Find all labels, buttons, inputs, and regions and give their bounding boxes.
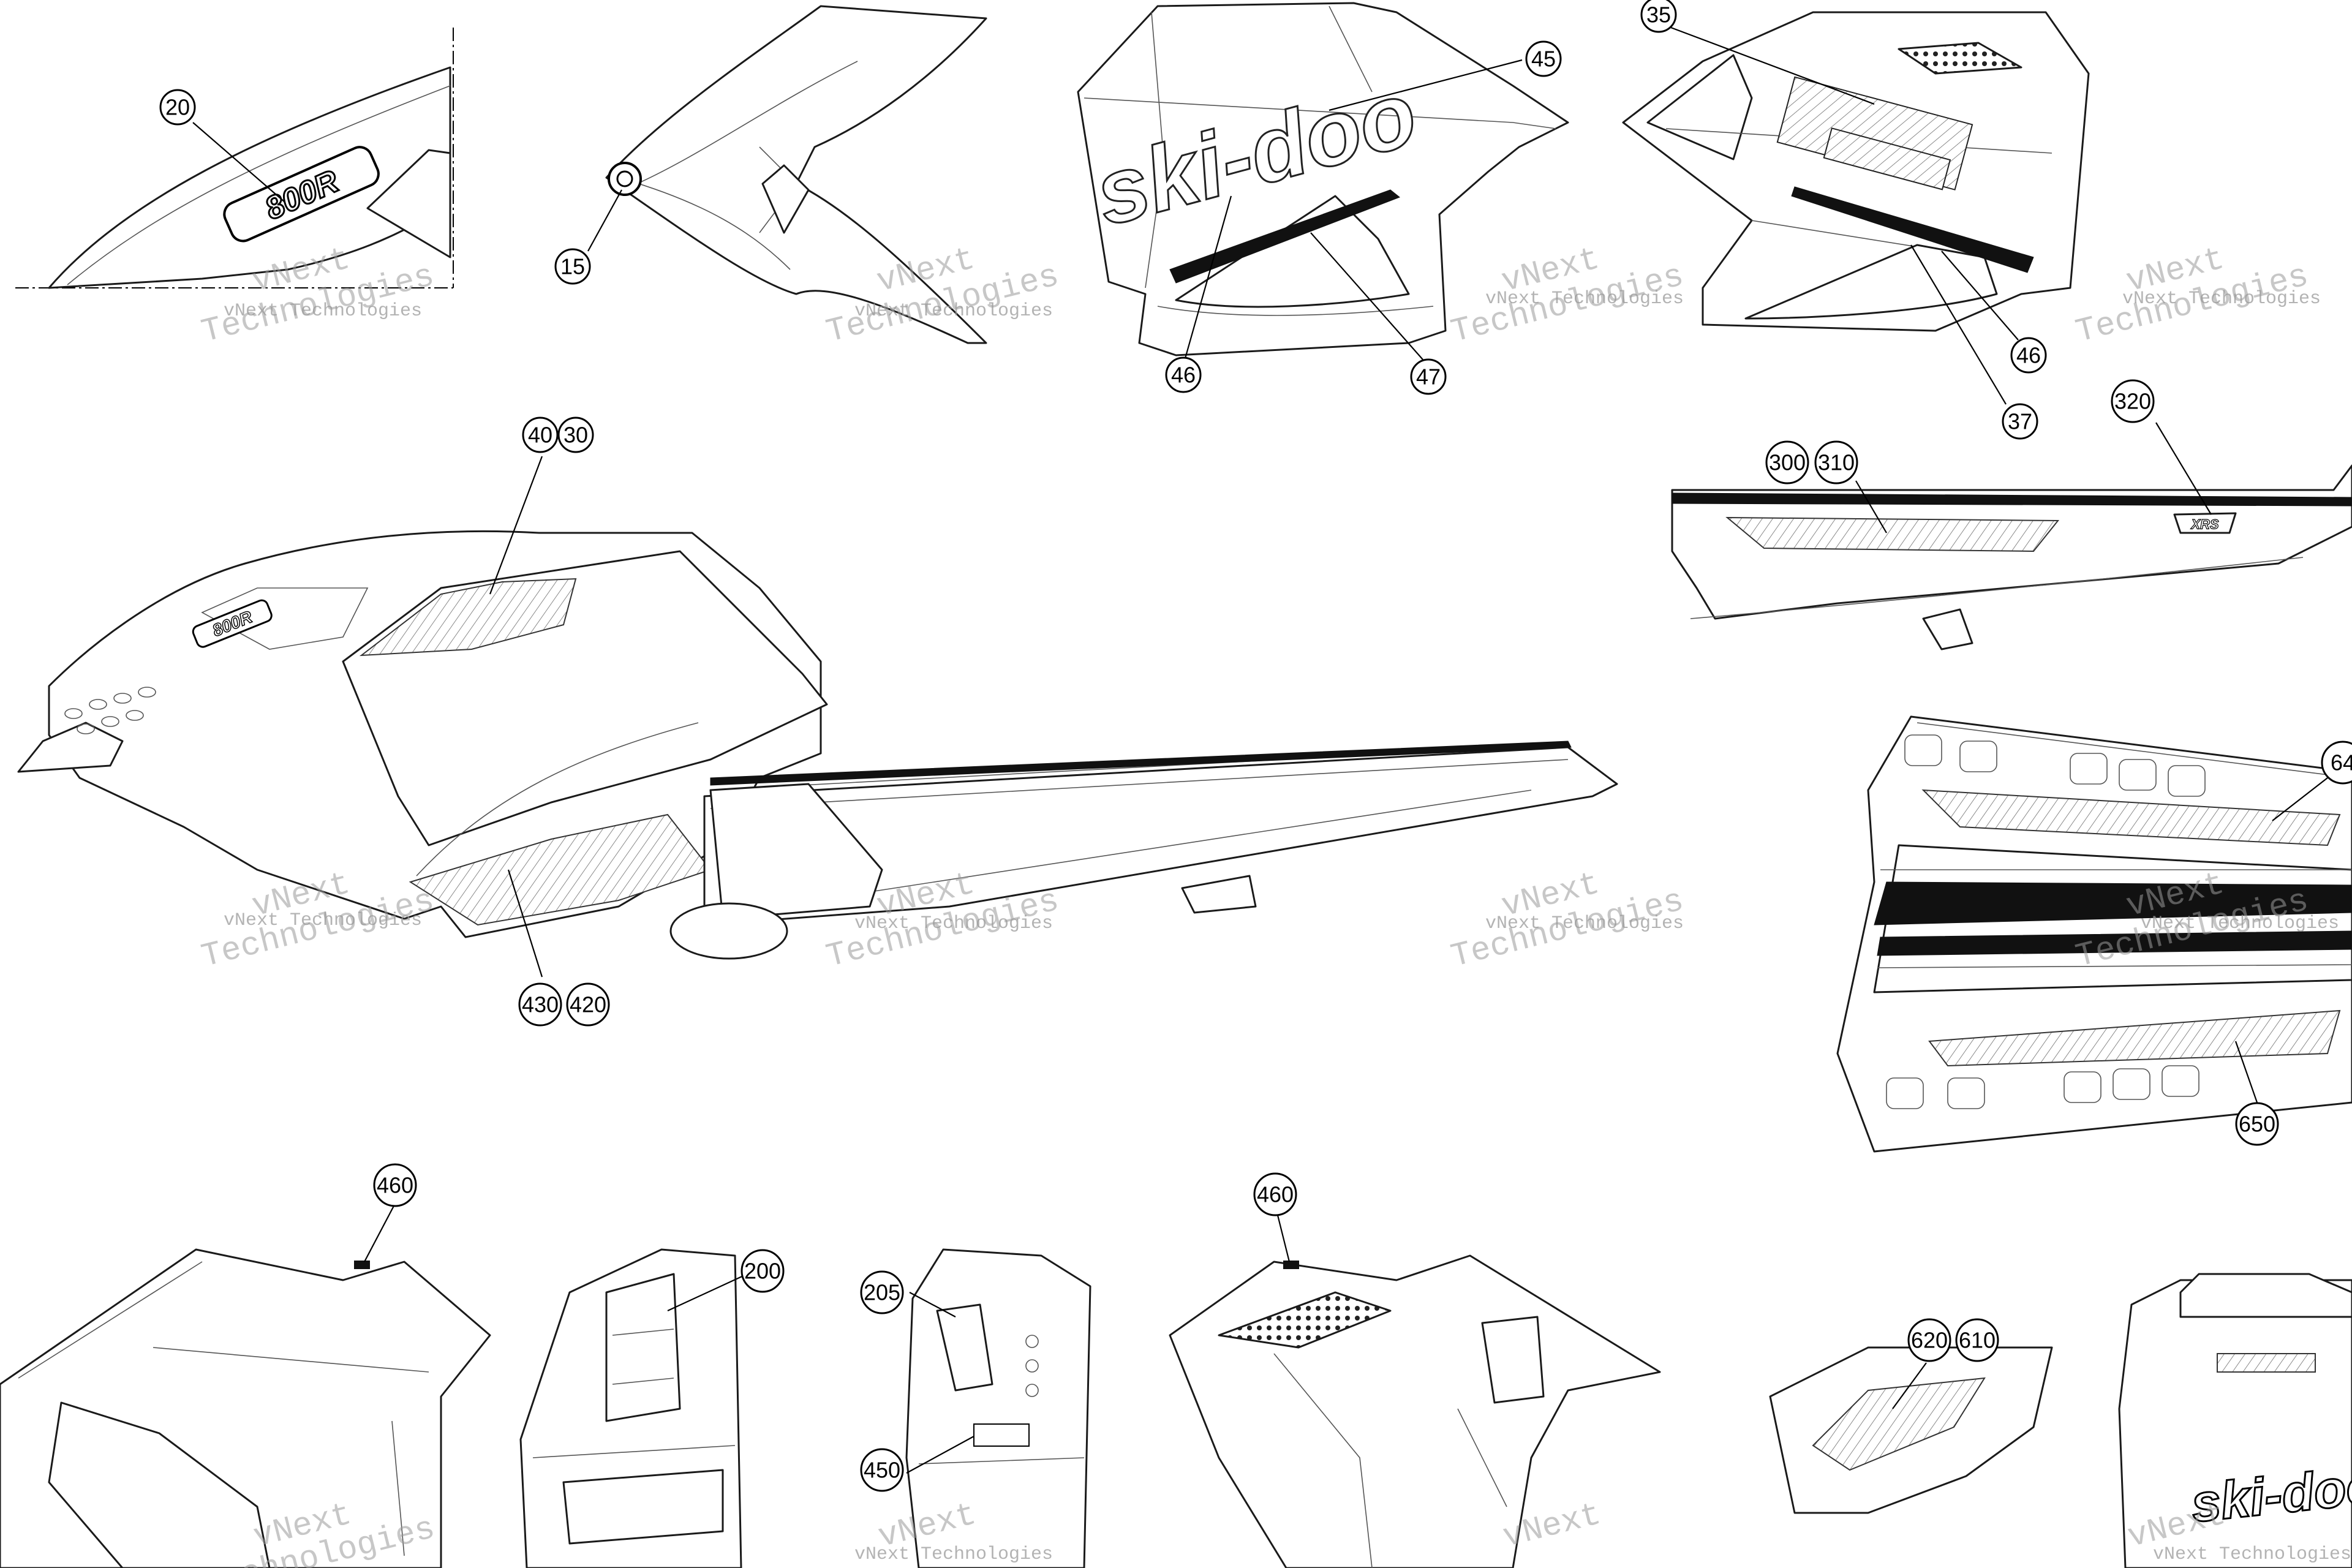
- svg-text:46: 46: [2016, 343, 2041, 368]
- svg-text:vNext Technologies: vNext Technologies: [2122, 288, 2321, 309]
- callout-40: 40: [522, 417, 559, 453]
- stripe-decal-black: [1169, 189, 1400, 284]
- panel-bottom-left: [0, 1248, 491, 1568]
- callout-300: 300: [1765, 440, 1809, 484]
- svg-text:320: 320: [2114, 389, 2151, 414]
- decal-300-310: [1725, 516, 2060, 552]
- stripe-decal-black-right: [1791, 186, 2034, 273]
- svg-text:vNext Technologies: vNext Technologies: [224, 910, 422, 931]
- svg-text:vNext Technologies: vNext Technologies: [2141, 913, 2339, 934]
- svg-text:vNext Technologies: vNext Technologies: [1485, 913, 1684, 934]
- callout-35: 35: [1640, 0, 1677, 33]
- svg-text:47: 47: [1416, 364, 1441, 390]
- svg-text:450: 450: [864, 1458, 900, 1483]
- callout-310: 310: [1814, 440, 1858, 484]
- callout-47: 47: [1410, 358, 1447, 395]
- svg-text:45: 45: [1531, 47, 1556, 72]
- svg-text:vNext Technologies: vNext Technologies: [2153, 1544, 2351, 1565]
- callout-450: 450: [860, 1448, 904, 1492]
- callout-15: 15: [554, 248, 591, 285]
- panel-rail-side: XRS: [1671, 464, 2352, 650]
- panel-hood-front: [605, 5, 987, 344]
- svg-text:15: 15: [560, 254, 585, 279]
- callout-610: 610: [1955, 1318, 1999, 1362]
- svg-text:46: 46: [1171, 363, 1196, 388]
- callout-620: 620: [1907, 1318, 1951, 1362]
- svg-text:200: 200: [744, 1259, 781, 1284]
- decal-40-30: [359, 578, 577, 657]
- callout-46-right: 46: [2010, 337, 2047, 374]
- svg-text:vNext Technologies: vNext Technologies: [854, 913, 1053, 934]
- decal-620-610: [1812, 1377, 1986, 1471]
- callout-460-center: 460: [1253, 1172, 1297, 1216]
- svg-text:30: 30: [564, 423, 588, 448]
- svg-text:35: 35: [1646, 2, 1671, 28]
- callout-200: 200: [741, 1249, 785, 1293]
- callout-45: 45: [1525, 40, 1562, 77]
- tunnel-cutouts-bottom: [1886, 1065, 2199, 1109]
- svg-text:20: 20: [165, 95, 190, 120]
- svg-text:vNext Technologies: vNext Technologies: [1485, 288, 1684, 309]
- panel-rear: ski-doo: [2118, 1273, 2352, 1568]
- panel-side-left: ski-doo: [1077, 2, 1569, 356]
- decal-800r: 800R: [223, 146, 380, 243]
- svg-text:vNext Technologies: vNext Technologies: [854, 1544, 1053, 1565]
- svg-text:650: 650: [2239, 1112, 2275, 1137]
- callout-205: 205: [860, 1270, 904, 1314]
- callout-650: 650: [2235, 1102, 2279, 1146]
- svg-text:64: 64: [2331, 750, 2352, 775]
- svg-text:460: 460: [1257, 1182, 1294, 1207]
- svg-text:610: 610: [1959, 1328, 1996, 1353]
- tunnel-cutouts-top: [1904, 734, 2206, 797]
- decal-64: [1921, 789, 2341, 846]
- callout-30: 30: [557, 417, 594, 453]
- svg-text:205: 205: [864, 1280, 900, 1305]
- panel-side-pod-205: [905, 1248, 1091, 1568]
- panel-side-pod-200: [519, 1248, 742, 1568]
- callout-460: 460: [373, 1163, 417, 1207]
- svg-text:310: 310: [1818, 450, 1855, 475]
- svg-text:40: 40: [528, 423, 552, 448]
- panel-nose-800r: 800R: [15, 28, 454, 289]
- callout-46: 46: [1165, 356, 1202, 393]
- warning-label: [973, 1423, 1030, 1447]
- svg-text:vNext Technologies: vNext Technologies: [224, 301, 422, 322]
- callout-430: 430: [518, 982, 562, 1027]
- decal-xrs-text: XRS: [2190, 517, 2219, 532]
- panel-tunnel-top: [1836, 715, 2352, 1153]
- callout-37: 37: [2002, 403, 2038, 440]
- callout-64: 64: [2321, 741, 2352, 785]
- callout-420: 420: [566, 982, 610, 1027]
- svg-text:300: 300: [1769, 450, 1806, 475]
- svg-text:430: 430: [522, 992, 559, 1017]
- callout-20: 20: [159, 89, 196, 126]
- leader-lines: [192, 26, 2328, 1474]
- svg-text:37: 37: [2008, 409, 2032, 434]
- svg-text:vNext Technologies: vNext Technologies: [854, 301, 1053, 322]
- svg-text:420: 420: [570, 992, 606, 1017]
- decal-ski-doo-right: [1776, 76, 1973, 190]
- panel-side-right: [1622, 11, 2090, 332]
- panel-full-sled: 800R: [17, 530, 1618, 960]
- panel-side-inner: [1169, 1254, 1661, 1568]
- callouts: 20 15 45 46 47 35 46 37: [159, 0, 2352, 1492]
- panel-small-620: [1769, 1346, 2053, 1514]
- svg-text:460: 460: [377, 1173, 413, 1198]
- svg-text:620: 620: [1911, 1328, 1948, 1353]
- headlight-vents: [64, 687, 156, 734]
- callout-320: 320: [2111, 379, 2155, 423]
- decal-650: [1928, 1009, 2341, 1067]
